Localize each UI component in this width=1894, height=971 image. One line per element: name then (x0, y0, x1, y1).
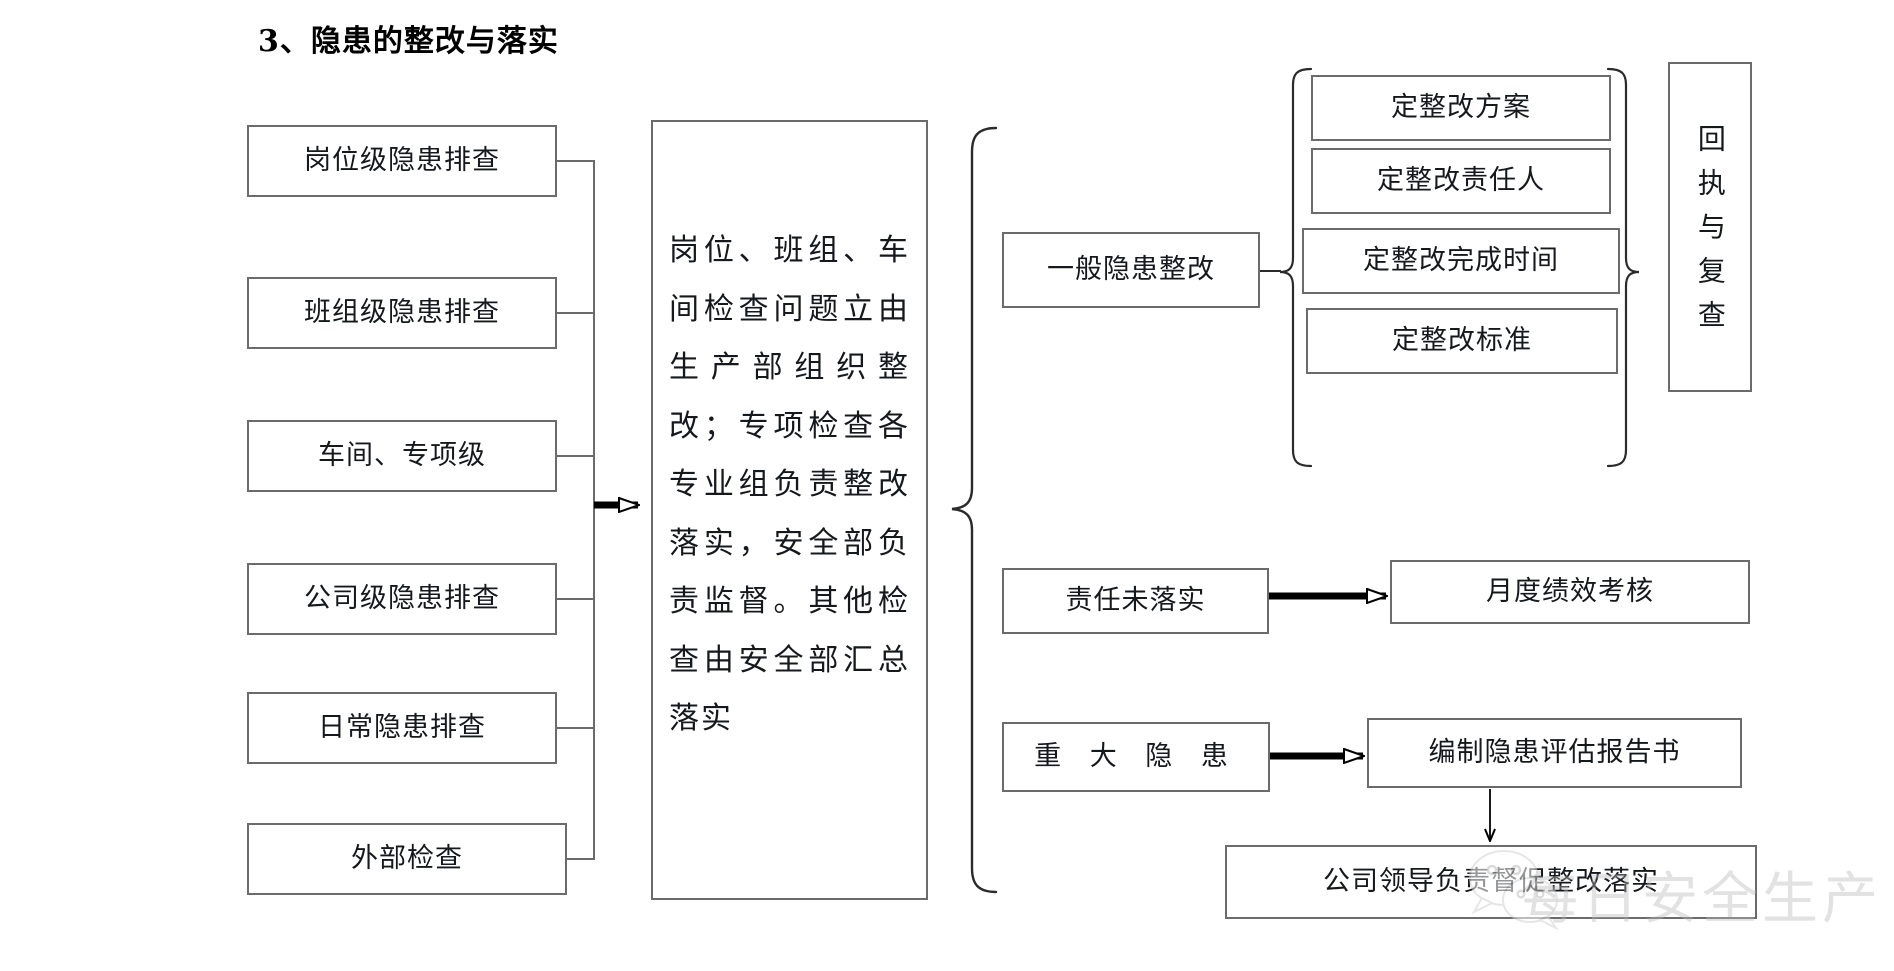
node-post-level-inspection[interactable]: 岗位级隐患排查 (247, 125, 557, 197)
node-daily-inspection[interactable]: 日常隐患排查 (247, 692, 557, 764)
node-define-rectification-plan[interactable]: 定整改方案 (1311, 75, 1611, 141)
center-right-brace (951, 126, 998, 894)
node-workshop-special-level[interactable]: 车间、专项级 (247, 420, 557, 492)
left-column-manifold (557, 160, 595, 860)
node-define-rectification-standard[interactable]: 定整改标准 (1306, 308, 1618, 374)
node-define-rectification-deadline[interactable]: 定整改完成时间 (1302, 228, 1620, 294)
rectification-items-right-brace (1606, 67, 1640, 468)
node-receipt-and-review[interactable]: 回执与复查 (1668, 62, 1752, 392)
node-general-hazard-rectification[interactable]: 一般隐患整改 (1002, 232, 1260, 308)
node-company-level-inspection[interactable]: 公司级隐患排查 (247, 563, 557, 635)
node-compile-hazard-assessment-report[interactable]: 编制隐患评估报告书 (1367, 718, 1742, 788)
node-team-level-inspection[interactable]: 班组级隐患排查 (247, 277, 557, 349)
node-central-rectification-description[interactable]: 岗位、班组、车间检查问题立由生产部组织整改；专项检查各专业组负责整改落实，安全部… (651, 120, 928, 900)
node-external-inspection[interactable]: 外部检查 (247, 823, 567, 895)
node-monthly-performance-assessment[interactable]: 月度绩效考核 (1390, 560, 1750, 624)
node-responsibility-unfulfilled[interactable]: 责任未落实 (1002, 568, 1269, 634)
node-define-rectification-owner[interactable]: 定整改责任人 (1311, 148, 1611, 214)
node-major-hazard[interactable]: 重 大 隐 患 (1002, 722, 1270, 792)
central-description-text: 岗位、班组、车间检查问题立由生产部组织整改；专项检查各专业组负责整改落实，安全部… (669, 233, 910, 736)
node-company-leader-supervision[interactable]: 公司领导负责督促整改落实 (1225, 845, 1757, 919)
page-title: 3、隐患的整改与落实 (258, 24, 559, 59)
